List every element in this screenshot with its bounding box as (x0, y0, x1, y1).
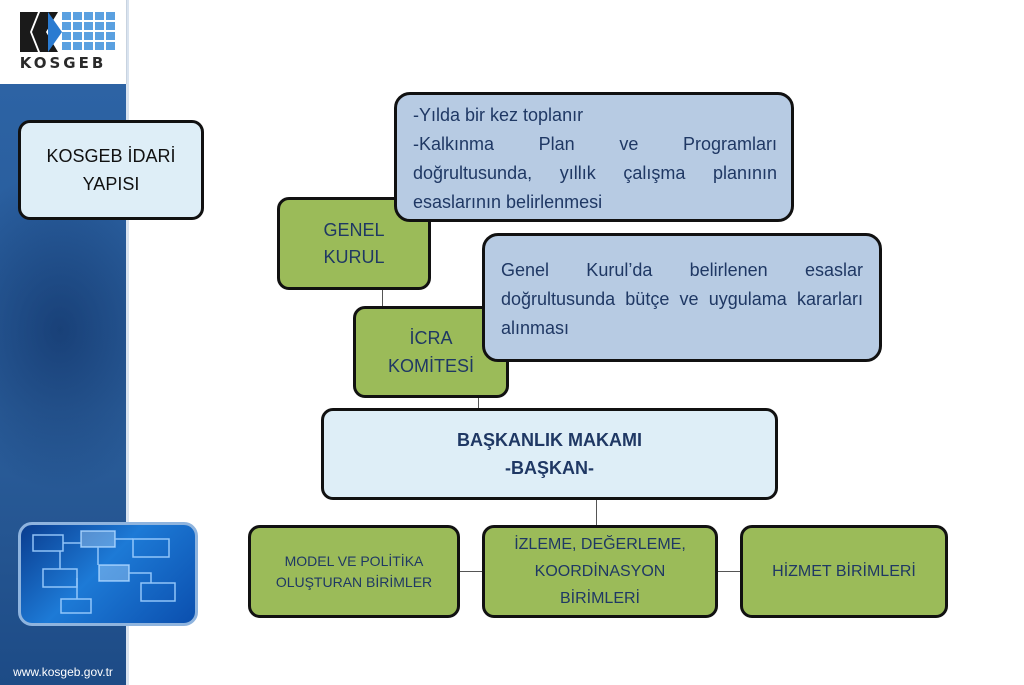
icra-komitesi-note-text: Genel Kurul’da belirlenen esaslar doğrul… (501, 260, 863, 338)
kosgeb-logo: KOSGEB (0, 0, 127, 84)
unit-izleme-degerleme: İZLEME, DEĞERLEME, KOORDİNASYON BİRİMLER… (482, 525, 718, 618)
unit-model-politika-label: MODEL VE POLİTİKA OLUŞTURAN BİRİMLER (275, 552, 433, 590)
connector-unit1-unit2 (459, 571, 483, 572)
genel-kurul-note-line2: -Kalkınma Plan ve Programları doğrultusu… (413, 134, 777, 212)
baskanlik-title: BAŞKANLIK MAKAMI (457, 430, 642, 450)
icra-komitesi-label: İCRA KOMİTESİ (387, 328, 474, 376)
genel-kurul-label: GENEL KURUL (323, 219, 385, 267)
connector-icra-baskanlik (478, 397, 479, 409)
unit-hizmet-label: HİZMET BİRİMLERİ (772, 562, 916, 580)
icra-komitesi-note: Genel Kurul’da belirlenen esaslar doğrul… (482, 233, 882, 362)
kosgeb-logo-icon (20, 12, 115, 52)
connector-unit2-unit3 (717, 571, 741, 572)
sidebar-edge (126, 0, 129, 685)
unit-hizmet: HİZMET BİRİMLERİ (740, 525, 948, 618)
baskanlik-box: BAŞKANLIK MAKAMI -BAŞKAN- (321, 408, 778, 500)
connector-baskanlik-units (596, 499, 597, 525)
flowchart-illustration (18, 522, 198, 626)
unit-izleme-degerleme-label: İZLEME, DEĞERLEME, KOORDİNASYON BİRİMLER… (514, 536, 686, 607)
baskanlik-subtitle: -BAŞKAN- (505, 458, 594, 478)
logo-wordmark: KOSGEB (19, 54, 107, 72)
page-title: KOSGEB İDARİ YAPISI (18, 120, 204, 220)
unit-model-politika: MODEL VE POLİTİKA OLUŞTURAN BİRİMLER (248, 525, 460, 618)
genel-kurul-note-line1: -Yılda bir kez toplanır (413, 105, 584, 125)
flowchart-illustration-icon (32, 530, 176, 614)
genel-kurul-note: -Yılda bir kez toplanır -Kalkınma Plan v… (394, 92, 794, 222)
connector-genel-icra (382, 289, 383, 309)
website-url[interactable]: www.kosgeb.gov.tr (13, 665, 113, 679)
